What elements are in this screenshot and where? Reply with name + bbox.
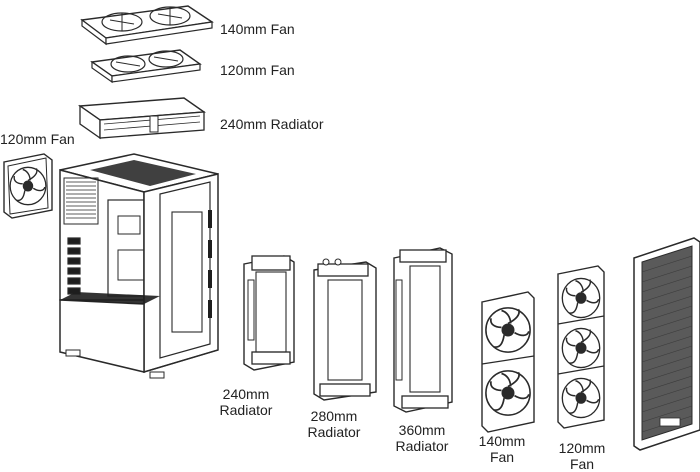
- label-line-1: 140mm: [478, 433, 526, 449]
- label-line-1: 360mm: [398, 422, 446, 438]
- front-120mm-fan-stack: [557, 265, 605, 429]
- label-line-2: Radiator: [307, 424, 361, 440]
- pc-case: [59, 153, 219, 379]
- label-line-1: 280mm: [310, 408, 358, 424]
- front-mesh-filter-panel: [633, 237, 700, 451]
- label-front-360mm-radiator: 360mm Radiator: [392, 422, 452, 454]
- label-front-140mm-fan: 140mm Fan: [474, 433, 530, 465]
- label-front-120mm-fan: 120mm Fan: [554, 440, 610, 472]
- label-line-2: Fan: [489, 449, 515, 465]
- rear-120mm-fan: [3, 153, 53, 219]
- label-line-1: 240mm: [222, 386, 270, 402]
- label-front-280mm-radiator: 280mm Radiator: [304, 408, 364, 440]
- front-360mm-radiator: [393, 247, 453, 413]
- front-140mm-fan-stack: [481, 291, 535, 433]
- label-line-2: Radiator: [395, 438, 449, 454]
- front-280mm-radiator: [313, 258, 377, 401]
- label-line-2: Fan: [569, 456, 595, 472]
- front-240mm-radiator: [243, 255, 295, 371]
- label-top-240mm-radiator: 240mm Radiator: [220, 116, 324, 132]
- label-top-120mm-fan: 120mm Fan: [220, 62, 295, 78]
- label-rear-120mm-fan: 120mm Fan: [0, 131, 75, 147]
- top-240mm-radiator: [77, 97, 207, 140]
- label-top-140mm-fan: 140mm Fan: [220, 21, 295, 37]
- top-120mm-fan: [90, 49, 202, 84]
- top-140mm-fan: [80, 5, 214, 46]
- label-line-1: 120mm: [558, 440, 606, 456]
- label-line-2: Radiator: [219, 402, 273, 418]
- label-front-240mm-radiator: 240mm Radiator: [218, 386, 274, 418]
